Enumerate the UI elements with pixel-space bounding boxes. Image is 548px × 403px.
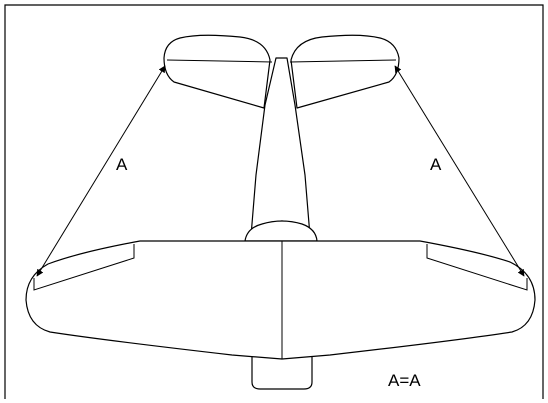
left-horizontal-stabilizer <box>163 34 271 109</box>
left-span-label: A <box>116 155 128 174</box>
left-stabilizer-elevator-line <box>166 59 273 63</box>
equality-label: A=A <box>388 371 421 390</box>
left-span-arrow <box>36 65 166 277</box>
main-wing <box>25 240 536 360</box>
right-span-label: A <box>430 155 442 174</box>
frame-border <box>4 4 544 399</box>
right-span-arrow <box>394 65 525 277</box>
right-stabilizer-elevator-line <box>289 59 397 63</box>
nose-section <box>251 354 313 390</box>
canopy <box>244 220 318 242</box>
right-horizontal-stabilizer <box>290 34 400 109</box>
